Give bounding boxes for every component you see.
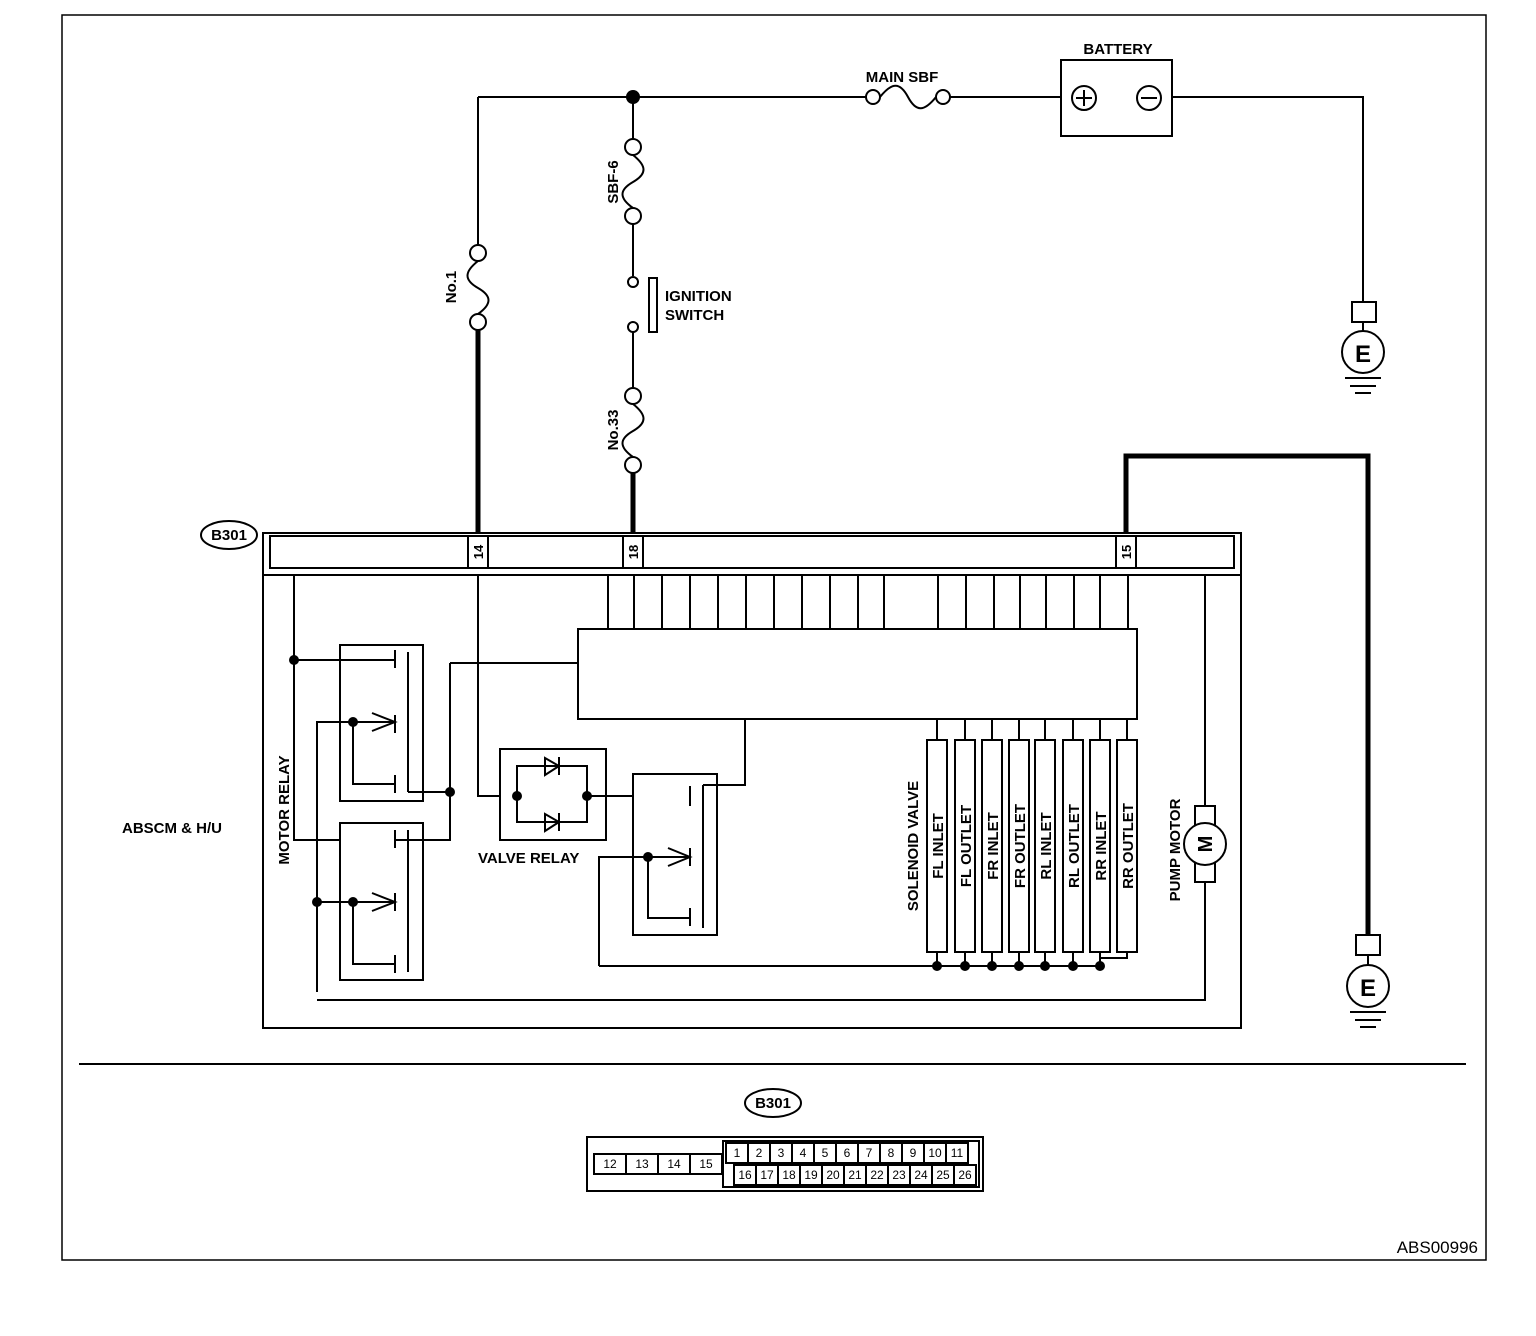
solenoid-valve: RR OUTLET [1100,719,1138,959]
battery-label: BATTERY [1083,41,1152,58]
connector-pin-label: 4 [800,1146,807,1160]
connector-pin: 26 [953,1164,977,1186]
solenoid-valve: FR OUTLET [1008,719,1030,971]
solenoid-valve: RL INLET [1034,719,1056,971]
solenoid-valve-label: SOLENOID VALVE [905,781,922,911]
motor-relay: MOTOR RELAY [276,575,578,992]
connector-pin-label: 9 [910,1146,917,1160]
connector-face-left-block: 12 13 14 15 [593,1153,723,1175]
connector-pin-label: 16 [738,1168,752,1182]
solenoid-valve: FL INLET [926,719,948,971]
connector-pin-label: 10 [928,1146,942,1160]
diagram-frame [61,14,1487,1261]
solenoid-valve-label: RL OUTLET [1066,804,1083,888]
main-sbf-fuse: MAIN SBF [865,69,951,110]
connector-pin-label: 12 [603,1157,617,1171]
connector-pin-label: 24 [914,1168,928,1182]
fuse-no1: No.1 [443,244,490,331]
connector-pin-label: 25 [936,1168,950,1182]
ground-pump: E [1346,934,1390,1028]
battery: BATTERY [1060,41,1173,137]
connector-pin-label: 5 [822,1146,829,1160]
pump-motor-symbol: M [1195,836,1217,853]
wire-pin15-to-ground [1123,453,1371,935]
no1-label: No.1 [443,271,460,304]
connector-pin-label: 13 [635,1157,649,1171]
pin-15-label: 15 [1119,545,1134,559]
solenoid-valve-label: FL INLET [930,813,947,879]
sbf6-label: SBF-6 [605,160,622,203]
solenoid-valve-label: RL INLET [1038,812,1055,879]
connector-pin-label: 8 [888,1146,895,1160]
connector-face-top-row: 1 2 3 4 5 6 7 8 9 10 11 [725,1142,969,1164]
solenoid-valves: FL INLET FL OUTLET FR INLET FR OUTLET RL INL… [926,719,1138,971]
main-sbf-label: MAIN SBF [866,69,939,86]
solenoid-valve: RR INLET [1089,719,1111,971]
connector-pin-label: 19 [804,1168,818,1182]
connector-face-label: B301 [755,1095,791,1112]
connector-pin: 15 [689,1153,723,1175]
ground-battery: E [1341,301,1385,394]
connector-pin-label: 23 [892,1168,906,1182]
pump-motor-label: PUMP MOTOR [1167,798,1184,901]
ignition-label-line2: SWITCH [665,307,724,324]
ground-symbol-label: E [1355,341,1371,368]
pump-motor: M PUMP MOTOR [317,575,1227,1001]
connector-pin-label: 22 [870,1168,884,1182]
fuse-sbf6: SBF-6 [605,138,645,225]
connector-pin-label: 3 [778,1146,785,1160]
connector-pin: 11 [945,1142,969,1164]
solenoid-valve-label: RR INLET [1093,811,1110,880]
motor-relay-label: MOTOR RELAY [276,755,293,864]
abscm-box [262,574,1242,1029]
ignition-switch: IGNITION SWITCH [627,276,732,333]
connector-pin-label: 14 [667,1157,681,1171]
solenoid-valve-label: FR OUTLET [1012,804,1029,888]
connector-pin-label: 17 [760,1168,774,1182]
pin-14-label: 14 [471,544,486,559]
connector-pin-label: 26 [958,1168,972,1182]
connector-label: B301 [211,527,247,544]
solenoid-valve-label: FR INLET [985,812,1002,880]
figure-id: ABS00996 [1397,1238,1478,1257]
solenoid-valve: RL OUTLET [1062,719,1084,971]
connector-pin-label: 21 [848,1168,862,1182]
valve-relay-label: VALVE RELAY [478,850,579,867]
signal-bus-lines [607,575,1129,629]
connector-pin-label: 6 [844,1146,851,1160]
connector-b301-strip: B301 14 18 15 [200,520,1242,576]
connector-pin-label: 15 [699,1157,713,1171]
control-unit-box [577,628,1138,720]
ignition-label-line1: IGNITION [665,288,732,305]
connector-pin-label: 1 [734,1146,741,1160]
valve-relay: VALVE RELAY [477,575,746,966]
solenoid-valve-label: FL OUTLET [958,805,975,887]
abscm-label: ABSCM & H/U [122,820,222,837]
connector-pin-label: 2 [756,1146,763,1160]
solenoid-valve-label: RR OUTLET [1120,803,1137,889]
connector-pin-label: 18 [782,1168,796,1182]
pin-18-label: 18 [626,545,641,559]
connector-face-bottom-row: 16 17 18 19 20 21 22 23 24 25 26 [733,1164,977,1186]
ground-symbol-label-2: E [1360,975,1376,1002]
main-power-wire [478,96,1364,302]
fuse-no33: No.33 [605,387,645,474]
connector-pin-label: 7 [866,1146,873,1160]
no33-label: No.33 [605,410,622,451]
connector-pin-label: 20 [826,1168,840,1182]
solenoid-valve: FR INLET [981,719,1003,971]
connector-pin-label: 11 [951,1146,964,1160]
solenoid-valve: FL OUTLET [954,719,976,971]
